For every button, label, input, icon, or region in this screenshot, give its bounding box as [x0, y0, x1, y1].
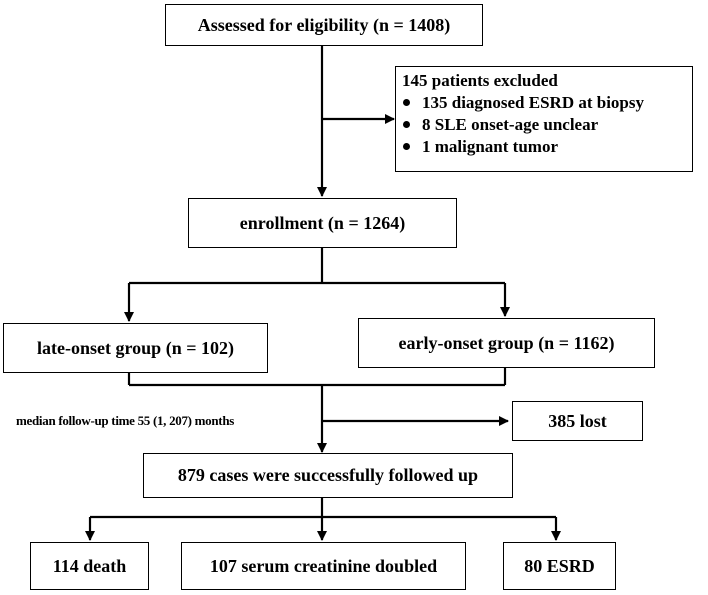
assessed-label: Assessed for eligibility (n = 1408) — [197, 14, 451, 35]
lost-label: 385 lost — [548, 410, 607, 431]
late-onset-box: late-onset group (n = 102) — [3, 323, 268, 373]
followed-box: 879 cases were successfully followed up — [143, 453, 513, 498]
death-label: 114 death — [52, 555, 127, 576]
early-onset-box: early-onset group (n = 1162) — [358, 318, 655, 368]
early-onset-label: early-onset group (n = 1162) — [398, 332, 615, 353]
excluded-item: 8 SLE onset-age unclear — [402, 114, 692, 136]
excluded-item: 135 diagnosed ESRD at biopsy — [402, 92, 692, 114]
followed-label: 879 cases were successfully followed up — [177, 465, 479, 485]
assessed-box: Assessed for eligibility (n = 1408) — [165, 4, 483, 46]
excluded-list: 135 diagnosed ESRD at biopsy 8 SLE onset… — [402, 92, 692, 158]
excluded-title: 145 patients excluded — [402, 71, 558, 90]
creatinine-label: 107 serum creatinine doubled — [209, 555, 438, 576]
lost-box: 385 lost — [512, 401, 643, 441]
follow-up-note: median follow-up time 55 (1, 207) months — [16, 413, 235, 428]
death-box: 114 death — [30, 542, 149, 590]
creatinine-box: 107 serum creatinine doubled — [181, 542, 466, 590]
enrollment-box: enrollment (n = 1264) — [188, 198, 457, 248]
esrd-box: 80 ESRD — [503, 542, 616, 590]
esrd-label: 80 ESRD — [524, 555, 595, 576]
excluded-item: 1 malignant tumor — [402, 136, 692, 158]
enrollment-label: enrollment (n = 1264) — [239, 212, 406, 233]
excluded-box: 145 patients excluded 135 diagnosed ESRD… — [395, 66, 693, 172]
late-onset-label: late-onset group (n = 102) — [37, 337, 234, 358]
